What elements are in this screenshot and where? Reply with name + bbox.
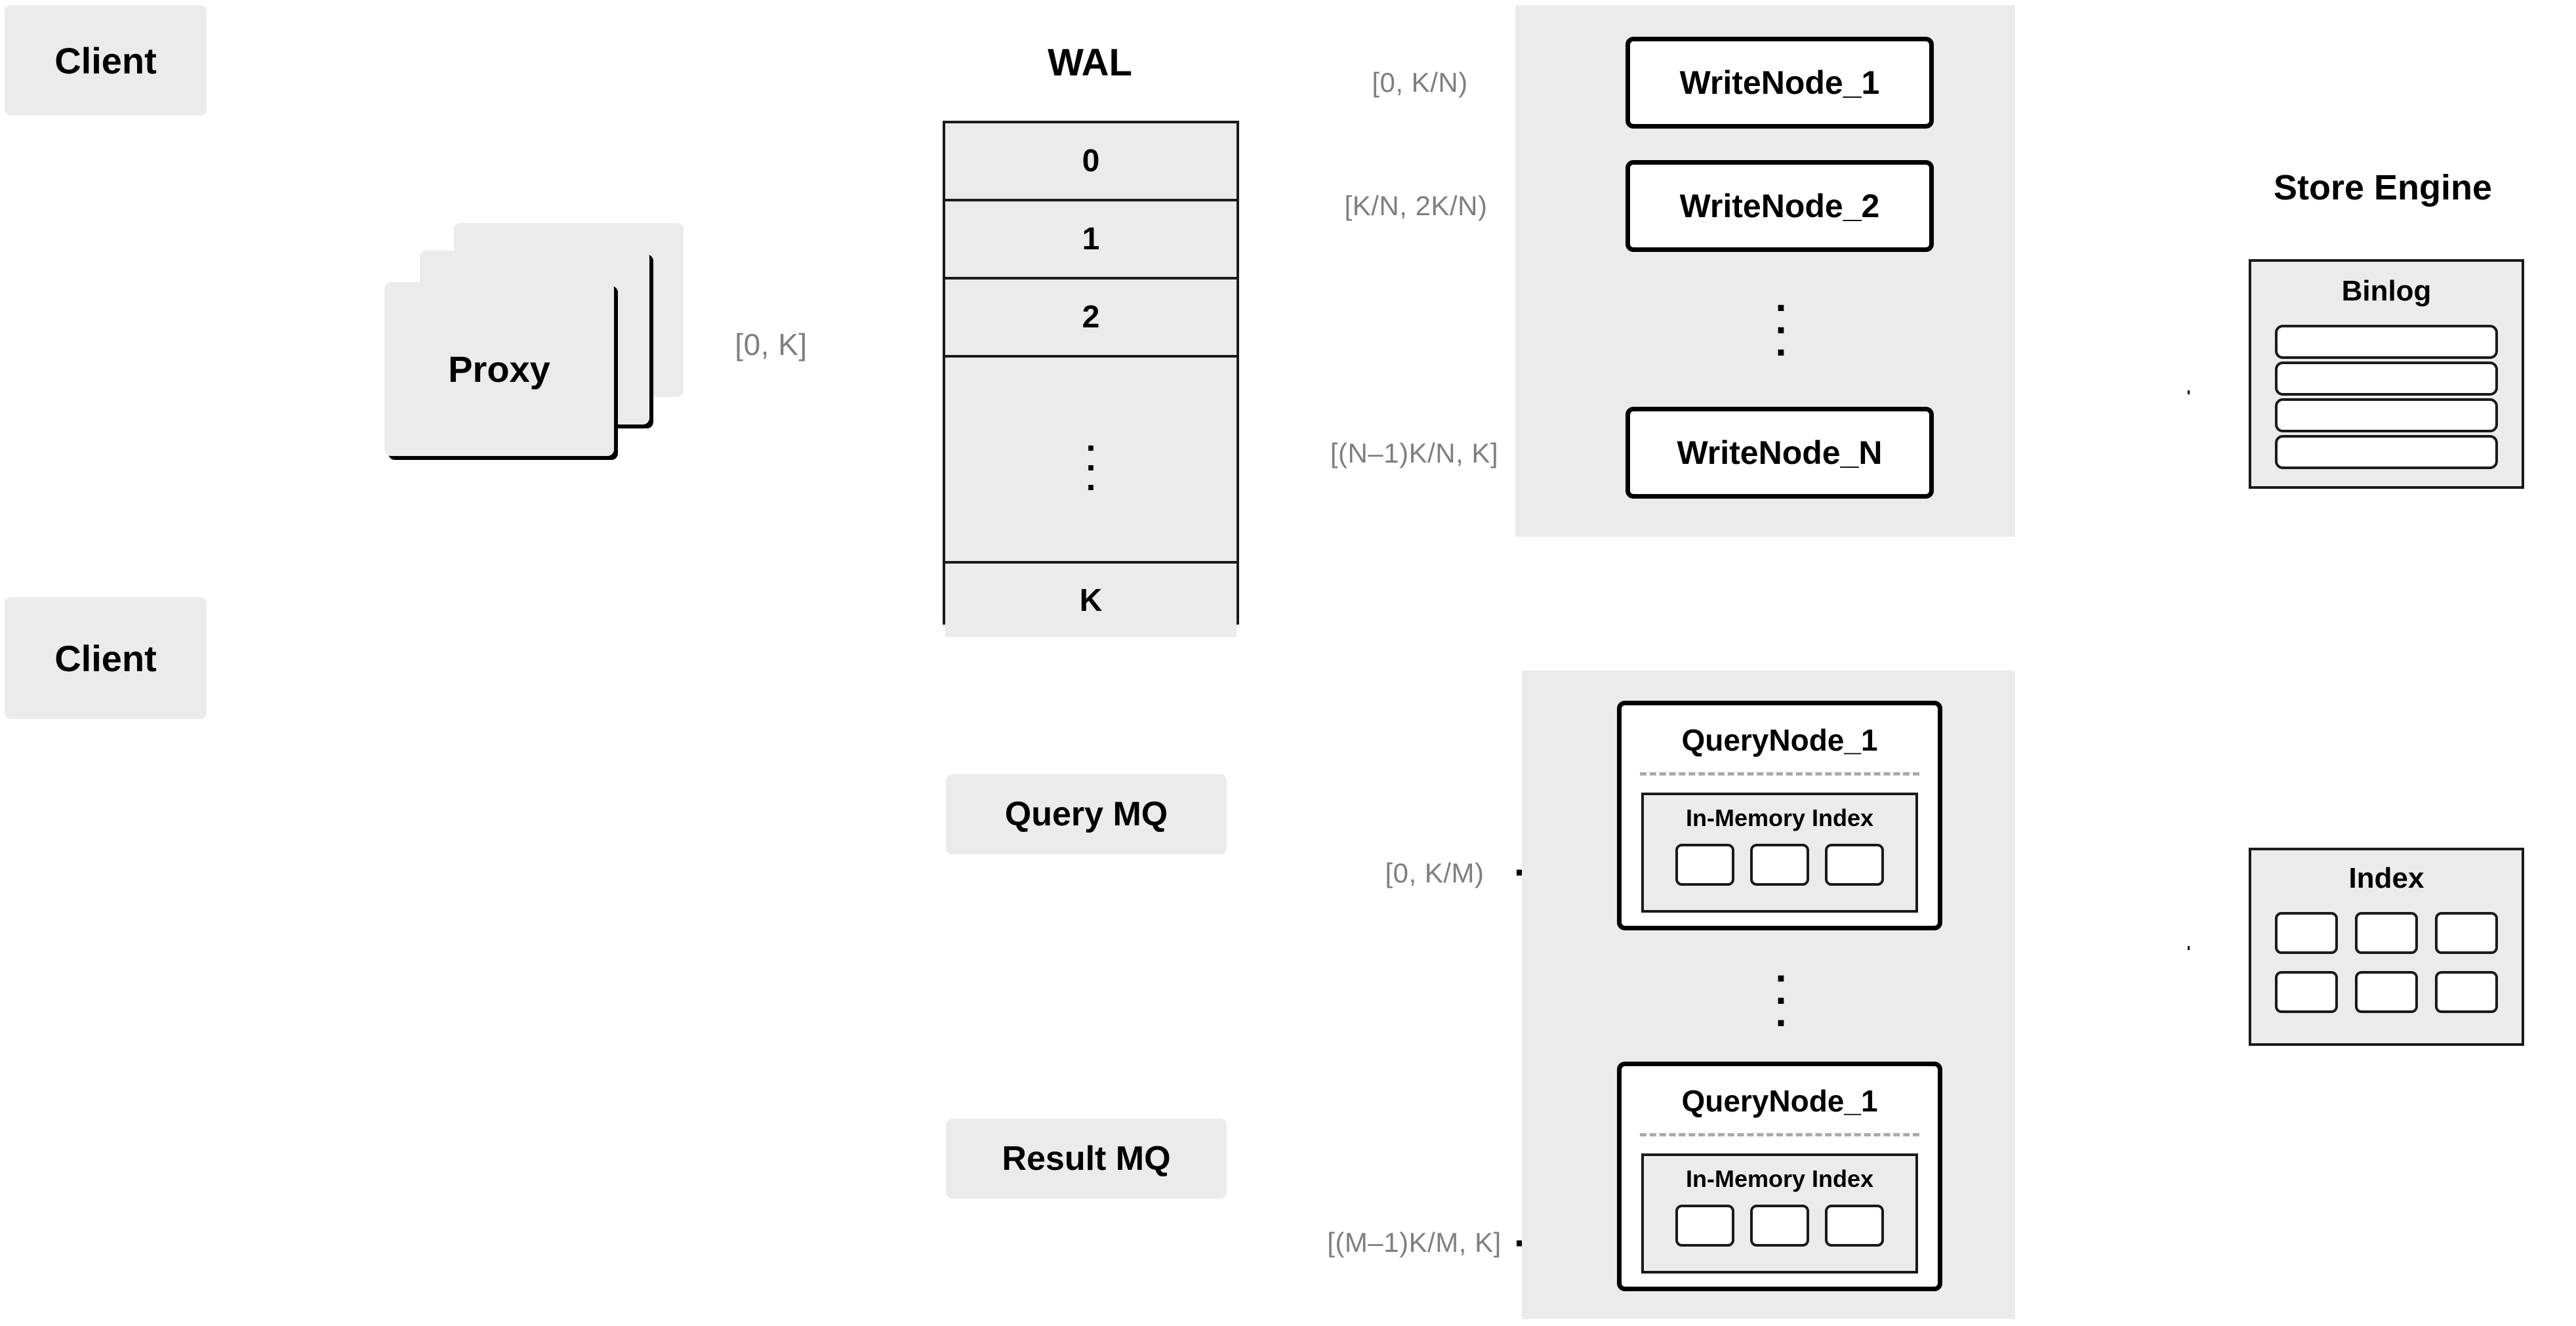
write-node-2-label: WriteNode_2 (1679, 188, 1880, 224)
wal-row[interactable]: 2 (945, 280, 1237, 358)
edge-label-writenode-n: [(N–1)K/N, K] (1330, 430, 1499, 477)
client-box-1[interactable]: Client (5, 5, 207, 115)
query-node-m-label: QueryNode_1 (1681, 1084, 1878, 1118)
index-panel: Index (2249, 848, 2524, 1046)
query-node-1-index-title: In-Memory Index (1644, 804, 1915, 832)
write-node-1[interactable]: WriteNode_1 (1625, 37, 1934, 129)
store-engine-title: Store Engine (2190, 167, 2576, 208)
binlog-row[interactable] (2275, 325, 2498, 359)
wal-row-stack: 0 1 2 ... K (943, 121, 1239, 637)
query-node-m[interactable]: QueryNode_1 In-Memory Index (1617, 1062, 1942, 1291)
query-mq-box[interactable]: Query MQ (946, 774, 1227, 854)
query-node-1-index-label: In-Memory Index (1685, 804, 1874, 831)
edge-label-writenode-2: [K/N, 2K/N) (1338, 182, 1494, 230)
wal-row-label: K (1079, 583, 1103, 618)
index-cell[interactable] (1750, 1205, 1809, 1247)
store-index-cell[interactable] (2435, 971, 2498, 1013)
query-node-m-title: QueryNode_1 (1622, 1083, 1938, 1119)
query-node-1-label: QueryNode_1 (1681, 723, 1878, 757)
proxy-label: Proxy (448, 348, 550, 390)
query-node-ellipsis-icon: ... (1775, 945, 1787, 1036)
proxy-box[interactable]: Proxy (384, 282, 614, 456)
edge-label-querynode-m: [(M–1)K/M, K] (1327, 1219, 1501, 1266)
result-mq-label: Result MQ (1002, 1140, 1171, 1178)
wal-row[interactable]: 1 (945, 201, 1237, 280)
wal-row[interactable]: 0 (945, 123, 1237, 201)
wal-row[interactable]: K (945, 564, 1237, 637)
wal-row-label: 0 (1082, 144, 1100, 178)
edge-label-querynode-1-text: [0, K/M) (1385, 858, 1484, 888)
wal-row-label: 1 (1082, 222, 1100, 257)
edge-label-client-to-wal: [0, K] (729, 320, 813, 369)
edge-label-querynode-m-text: [(M–1)K/M, K] (1327, 1227, 1502, 1258)
query-node-m-index-title: In-Memory Index (1644, 1165, 1915, 1193)
index-cell[interactable] (1675, 844, 1734, 886)
edge-label-writenode-n-text: [(N–1)K/N, K] (1330, 438, 1499, 468)
result-mq-box[interactable]: Result MQ (946, 1119, 1227, 1199)
query-node-1-title: QueryNode_1 (1622, 722, 1938, 758)
write-node-1-label: WriteNode_1 (1679, 64, 1880, 101)
binlog-row[interactable] (2275, 435, 2498, 469)
write-node-n[interactable]: WriteNode_N (1625, 407, 1934, 499)
wal-title-text: WAL (1048, 41, 1132, 84)
index-cell[interactable] (1825, 1205, 1884, 1247)
edge-label-querynode-1: [0, K/M) (1376, 850, 1493, 897)
edge-label-writenode-1: [0, K/N) (1346, 59, 1494, 106)
wal-row-ellipsis: ... (945, 358, 1237, 564)
client-label-1: Client (54, 39, 157, 81)
edge-label-writenode-2-text: [K/N, 2K/N) (1344, 190, 1488, 221)
binlog-title-text: Binlog (2341, 275, 2432, 307)
binlog-row[interactable] (2275, 398, 2498, 432)
index-cell[interactable] (1750, 844, 1809, 886)
wal-row-label: 2 (1082, 300, 1100, 335)
wal-title: WAL (897, 41, 1282, 85)
store-index-cell[interactable] (2435, 912, 2498, 954)
store-index-cell[interactable] (2355, 971, 2418, 1013)
edge-label-client-to-wal-text: [0, K] (735, 327, 808, 362)
client-box-2[interactable]: Client (5, 597, 207, 719)
edge-label-writenode-1-text: [0, K/N) (1372, 67, 1468, 98)
index-cell[interactable] (1825, 844, 1884, 886)
store-index-cell[interactable] (2355, 912, 2418, 954)
query-node-1[interactable]: QueryNode_1 In-Memory Index (1617, 701, 1942, 930)
query-node-m-index-label: In-Memory Index (1685, 1165, 1874, 1192)
vertical-ellipsis-icon: ... (1086, 419, 1096, 498)
store-index-cell[interactable] (2275, 971, 2338, 1013)
query-node-m-inmemory-index: In-Memory Index (1641, 1153, 1918, 1274)
query-mq-label: Query MQ (1004, 795, 1168, 833)
write-node-ellipsis-icon: ... (1775, 274, 1787, 365)
index-title-text: Index (2348, 862, 2424, 894)
query-node-m-separator (1640, 1133, 1919, 1136)
index-title: Index (2251, 862, 2522, 895)
client-label-2: Client (54, 637, 157, 679)
store-engine-title-text: Store Engine (2273, 168, 2493, 207)
binlog-panel: Binlog (2249, 259, 2524, 489)
query-node-1-separator (1640, 772, 1919, 776)
store-index-cell[interactable] (2275, 912, 2338, 954)
binlog-title: Binlog (2251, 275, 2522, 308)
query-node-1-inmemory-index: In-Memory Index (1641, 793, 1918, 913)
index-cell[interactable] (1675, 1205, 1734, 1247)
binlog-row[interactable] (2275, 362, 2498, 396)
write-node-2[interactable]: WriteNode_2 (1625, 160, 1934, 252)
write-node-n-label: WriteNode_N (1677, 434, 1883, 471)
